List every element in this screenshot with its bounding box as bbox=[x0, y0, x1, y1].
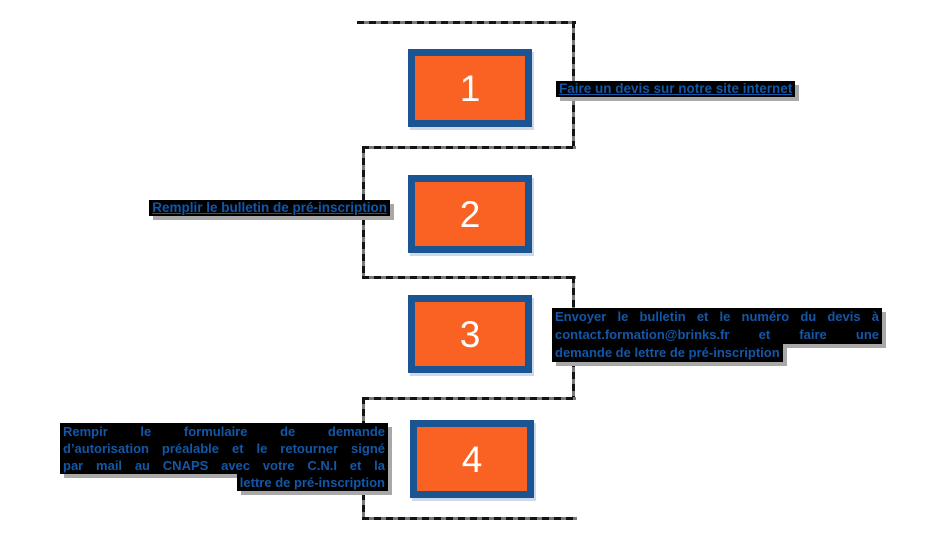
label-line: lettre de pré-inscription bbox=[236, 474, 388, 491]
step-1-box: 1 bbox=[408, 49, 532, 127]
step-3-number: 3 bbox=[459, 313, 481, 355]
step-4-box: 4 bbox=[410, 420, 534, 498]
connector-line-top bbox=[357, 21, 576, 24]
label-line: Envoyer le bulletin et le numéro du devi… bbox=[552, 308, 882, 326]
label-line: Rempir le formulaire de demande bbox=[60, 423, 388, 440]
step-3-box: 3 bbox=[408, 295, 532, 373]
connector-line-mid-2 bbox=[362, 276, 576, 279]
label-line: Remplir le bulletin de pré-inscription bbox=[149, 200, 390, 216]
step-1-number: 1 bbox=[459, 67, 481, 109]
label-line: par mail au CNAPS avec votre C.N.I et la bbox=[60, 457, 388, 474]
label-line: d’autorisation préalable et le retourner… bbox=[60, 440, 388, 457]
step-4-number: 4 bbox=[461, 438, 483, 480]
connector-line-mid-1 bbox=[362, 146, 576, 149]
step-2-number: 2 bbox=[459, 193, 481, 235]
step-2-box: 2 bbox=[408, 175, 532, 253]
step-3-label: Envoyer le bulletin et le numéro du devi… bbox=[552, 308, 882, 362]
label-line: demande de lettre de pré-inscription bbox=[552, 344, 783, 362]
step-2-label: Remplir le bulletin de pré-inscription bbox=[149, 200, 390, 216]
step-1-label: Faire un devis sur notre site internet bbox=[556, 81, 796, 97]
label-line: contact.formation@brinks.fr et faire une bbox=[552, 326, 882, 344]
connector-line-mid-3 bbox=[362, 397, 576, 400]
connector-line-bottom bbox=[362, 517, 577, 520]
label-line: Faire un devis sur notre site internet bbox=[556, 81, 796, 97]
